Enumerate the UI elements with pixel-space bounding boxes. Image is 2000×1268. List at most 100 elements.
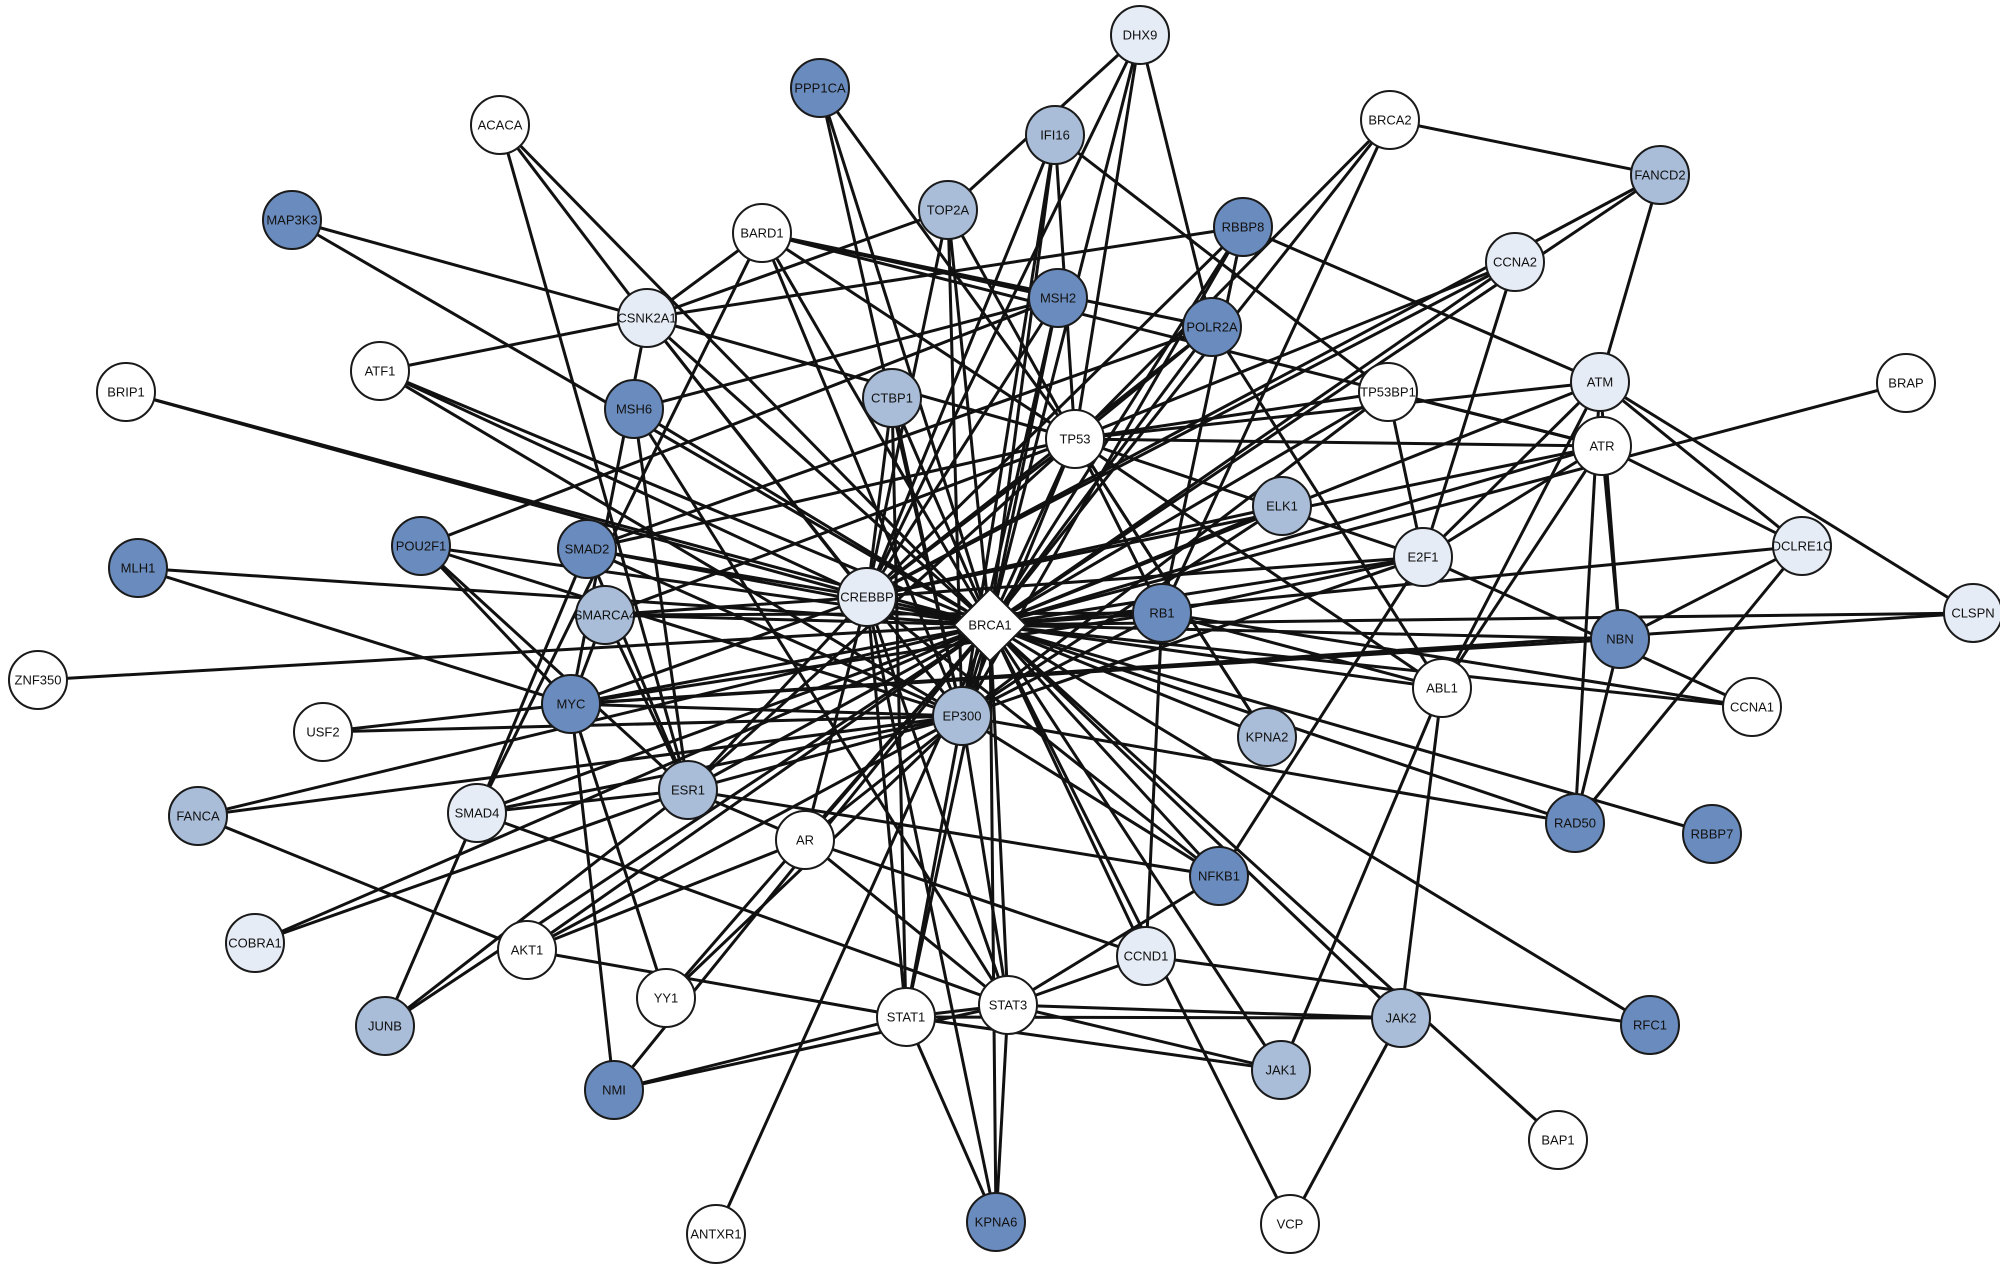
node-brap[interactable]: BRAP [1876, 353, 1936, 413]
node-crebbp[interactable]: CREBBP [837, 567, 897, 627]
node-ccna1[interactable]: CCNA1 [1722, 677, 1782, 737]
node-ifi16[interactable]: IFI16 [1025, 105, 1085, 165]
edge-polr2a-abl1 [1210, 326, 1444, 689]
node-ar[interactable]: AR [775, 810, 835, 870]
node-stat1[interactable]: STAT1 [876, 987, 936, 1047]
edge-cobra1-esr1 [254, 788, 689, 945]
edge-ccna2-crebbp [866, 260, 1516, 599]
edge-elk1-ep300 [961, 504, 1283, 718]
node-nfkb1[interactable]: NFKB1 [1189, 846, 1249, 906]
node-bap1[interactable]: BAP1 [1528, 1110, 1588, 1170]
edge-akt1-stat1 [526, 948, 907, 1019]
node-label-atr: ATR [1589, 439, 1614, 454]
node-label-jak2: JAK2 [1385, 1011, 1416, 1026]
edge-pou2f1-ep300 [420, 544, 963, 718]
edge-msh6-esr1 [632, 408, 690, 791]
node-label-nfkb1: NFKB1 [1198, 869, 1240, 884]
node-elk1[interactable]: ELK1 [1252, 476, 1312, 536]
node-brca2[interactable]: BRCA2 [1360, 90, 1420, 150]
node-acaca[interactable]: ACACA [470, 95, 530, 155]
edge-rbbp8-crebbp [865, 225, 1245, 599]
node-atf1[interactable]: ATF1 [350, 341, 410, 401]
node-rbbp8[interactable]: RBBP8 [1213, 197, 1273, 257]
node-abl1[interactable]: ABL1 [1412, 658, 1472, 718]
node-label-abl1: ABL1 [1426, 681, 1458, 696]
node-znf350[interactable]: ZNF350 [8, 650, 68, 710]
node-fancd2[interactable]: FANCD2 [1630, 145, 1690, 205]
node-myc[interactable]: MYC [541, 674, 601, 734]
node-polr2a[interactable]: POLR2A [1182, 297, 1242, 357]
edge-msh6-stat3 [632, 408, 1010, 1006]
node-mlh1[interactable]: MLH1 [108, 538, 168, 598]
node-stat3[interactable]: STAT3 [978, 975, 1038, 1035]
edge-brca1-tp53bp1 [989, 390, 1389, 627]
node-smarca4[interactable]: SMARCA4 [574, 585, 637, 645]
node-ep300[interactable]: EP300 [932, 686, 992, 746]
node-bard1[interactable]: BARD1 [732, 203, 792, 263]
node-shape-ccna1 [1722, 677, 1782, 737]
node-pou2f1[interactable]: POU2F1 [391, 516, 451, 576]
edge-stat3-nmi [613, 1003, 1009, 1092]
node-label-pou2f1: POU2F1 [396, 539, 447, 554]
node-nmi[interactable]: NMI [584, 1060, 644, 1120]
node-top2a[interactable]: TOP2A [918, 180, 978, 240]
node-msh2[interactable]: MSH2 [1028, 268, 1088, 328]
node-ppp1ca[interactable]: PPP1CA [790, 58, 850, 118]
node-tp53bp1[interactable]: TP53BP1 [1358, 362, 1418, 422]
node-shape-ccna2 [1485, 232, 1545, 292]
node-fanca[interactable]: FANCA [168, 786, 228, 846]
node-dhx9[interactable]: DHX9 [1110, 5, 1170, 65]
node-nbn[interactable]: NBN [1590, 609, 1650, 669]
node-smad4[interactable]: SMAD4 [447, 783, 507, 843]
edge-dhx9-tp53 [1073, 34, 1142, 440]
node-tp53[interactable]: TP53 [1045, 409, 1105, 469]
node-kpna6[interactable]: KPNA6 [966, 1192, 1026, 1252]
node-vcp[interactable]: VCP [1260, 1194, 1320, 1254]
node-dclre1c[interactable]: DCLRE1C [1772, 516, 1833, 576]
node-jak2[interactable]: JAK2 [1371, 988, 1431, 1048]
node-shape-brca1 [952, 587, 1028, 663]
node-kpna2[interactable]: KPNA2 [1237, 707, 1297, 767]
node-shape-smad2 [557, 519, 617, 579]
node-jak1[interactable]: JAK1 [1251, 1040, 1311, 1100]
node-rbbp7[interactable]: RBBP7 [1682, 804, 1742, 864]
node-brca1[interactable]: BRCA1 [952, 587, 1028, 663]
node-cobra1[interactable]: COBRA1 [225, 913, 285, 973]
node-map3k3[interactable]: MAP3K3 [262, 190, 322, 250]
edge-bard1-smad4 [475, 232, 764, 814]
edge-brca1-jak1 [988, 624, 1283, 1071]
node-clspn[interactable]: CLSPN [1943, 583, 2000, 643]
node-esr1[interactable]: ESR1 [658, 760, 718, 820]
node-msh6[interactable]: MSH6 [604, 379, 664, 439]
edge-crebbp-smarca4 [604, 595, 868, 617]
node-akt1[interactable]: AKT1 [497, 920, 557, 980]
node-yy1[interactable]: YY1 [636, 968, 696, 1028]
node-e2f1[interactable]: E2F1 [1393, 527, 1453, 587]
edge-map3k3-csnk2a1 [291, 218, 648, 320]
edge-ep300-stat3 [960, 715, 1010, 1006]
node-shape-tp53bp1 [1358, 362, 1418, 422]
node-label-ep300: EP300 [942, 709, 981, 724]
node-brip1[interactable]: BRIP1 [96, 362, 156, 422]
edge-stat1-jak1 [905, 1015, 1282, 1072]
node-rb1[interactable]: RB1 [1132, 583, 1192, 643]
node-smad2[interactable]: SMAD2 [557, 519, 617, 579]
node-antxr1[interactable]: ANTXR1 [686, 1204, 746, 1264]
node-shape-stat3 [978, 975, 1038, 1035]
node-usf2[interactable]: USF2 [293, 702, 353, 762]
node-csnk2a1[interactable]: CSNK2A1 [617, 288, 677, 348]
node-ccnd1[interactable]: CCND1 [1116, 926, 1176, 986]
edge-brca1-msh6 [633, 407, 991, 627]
node-ccna2[interactable]: CCNA2 [1485, 232, 1545, 292]
node-atm[interactable]: ATM [1570, 352, 1630, 412]
node-label-stat1: STAT1 [887, 1010, 926, 1025]
node-junb[interactable]: JUNB [355, 996, 415, 1056]
node-rad50[interactable]: RAD50 [1545, 793, 1605, 853]
node-rfc1[interactable]: RFC1 [1620, 995, 1680, 1055]
node-shape-crebbp [837, 567, 897, 627]
node-atr[interactable]: ATR [1572, 416, 1632, 476]
edge-stat3-jak1 [1007, 1003, 1282, 1072]
edge-acaca-csnk2a1 [498, 124, 649, 319]
node-ctbp1[interactable]: CTBP1 [862, 368, 922, 428]
